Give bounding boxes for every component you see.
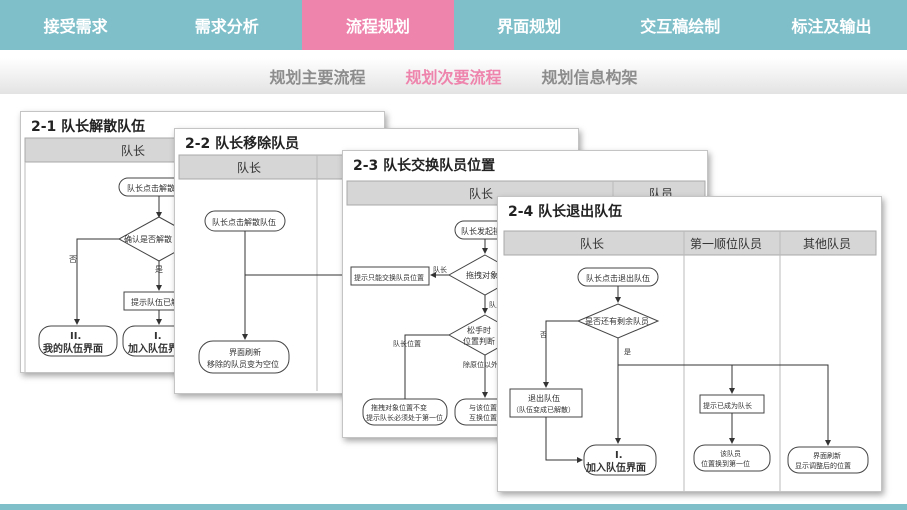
lane-label: 队长 xyxy=(580,236,604,251)
node-label: 移除的队员变为空位 xyxy=(207,359,279,369)
edge-label: 是 xyxy=(624,348,631,356)
node-label: 显示调整后的位置 xyxy=(795,461,851,470)
node-label: 队长点击退出队伍 xyxy=(586,273,650,283)
nav-tab-receive-requirements[interactable]: 接受需求 xyxy=(43,17,108,36)
lane-label: 队长 xyxy=(121,143,145,158)
node-label: 与该位置 xyxy=(469,403,497,412)
node-label: 队长点击解散 xyxy=(127,183,175,193)
subtab-secondary-flow[interactable]: 规划次要流程 xyxy=(405,68,502,87)
node-label: 松手时 xyxy=(467,325,491,335)
node-label: 加入队伍界面 xyxy=(127,342,188,355)
nav-tab-requirement-analysis[interactable]: 需求分析 xyxy=(194,17,259,36)
node-label: 提示队长必须处于第一位 xyxy=(366,413,443,422)
process-node xyxy=(350,266,430,286)
edge-label: 除原位以外 xyxy=(463,360,498,369)
nav-tab-wireframe-drawing[interactable]: 交互稿绘制 xyxy=(640,17,721,36)
edge-label: 队员 xyxy=(489,300,503,309)
end-node xyxy=(362,398,448,426)
card-title: 2-1 队长解散队伍 xyxy=(31,119,146,135)
edge-label: 否 xyxy=(69,255,77,264)
node-label: 队长点击解散队伍 xyxy=(212,217,276,227)
nav-tab-annotation-output[interactable]: 标注及输出 xyxy=(791,17,872,36)
end-node xyxy=(583,444,657,476)
node-label: 位置判断 xyxy=(463,336,495,346)
edge-label: 队长 xyxy=(433,265,447,274)
end-node xyxy=(693,444,771,472)
node-label: 拖拽对象 xyxy=(466,270,498,280)
end-node xyxy=(38,325,118,357)
top-navigation: 接受需求 需求分析 流程规划 界面规划 交互稿绘制 标注及输出 xyxy=(0,0,907,50)
node-label: 界面刷新 xyxy=(813,451,841,460)
node-label: 位置换到第一位 xyxy=(701,459,750,468)
sub-navigation: 规划主要流程 规划次要流程 规划信息构架 xyxy=(0,58,907,94)
node-label: II. xyxy=(70,331,81,342)
node-label: 确认是否解散 xyxy=(124,234,172,244)
lane-label: 第一顺位队员 xyxy=(690,236,762,251)
subtab-info-architecture[interactable]: 规划信息构架 xyxy=(541,68,638,87)
card-title: 2-2 队长移除队员 xyxy=(185,136,300,152)
flowchart-card-leader-quit: 2-4 队长退出队伍 队长 第一顺位队员 其他队员 队长点击退出队伍 是否还有剩… xyxy=(497,196,882,492)
nav-tab-interface-planning[interactable]: 界面规划 xyxy=(497,17,562,36)
node-label: I. xyxy=(615,450,623,461)
nav-tab-flow-planning[interactable]: 流程规划 xyxy=(302,0,454,50)
flowchart-leader-quit: 队长 第一顺位队员 其他队员 队长点击退出队伍 是否还有剩余队员 否 是 退出队… xyxy=(503,230,877,491)
end-node xyxy=(787,446,869,474)
node-label: 互换位置 xyxy=(469,413,497,422)
node-label: 队长发起操作 xyxy=(461,226,509,236)
edge-label: 否 xyxy=(540,331,547,339)
node-label: 我的队伍界面 xyxy=(43,342,103,355)
edge-label: 队长位置 xyxy=(393,339,421,348)
edge-label: 是 xyxy=(155,265,163,274)
node-label: 拖拽对象位置不变 xyxy=(371,403,427,412)
node-label: 退出队伍 xyxy=(528,393,560,403)
end-node xyxy=(198,340,290,374)
bottom-accent-bar xyxy=(0,504,907,510)
lane-header xyxy=(503,230,877,256)
node-label: 提示已成为队长 xyxy=(703,401,752,410)
node-label: I. xyxy=(154,331,162,342)
node-label: （队伍变成已解散） xyxy=(512,405,575,414)
process-node xyxy=(509,388,583,418)
node-label: 是否还有剩余队员 xyxy=(585,316,649,326)
node-label: 界面刷新 xyxy=(229,347,261,357)
card-title: 2-3 队长交换队员位置 xyxy=(353,158,496,174)
lane-label: 队长 xyxy=(237,160,261,175)
node-label: 加入队伍界面 xyxy=(585,461,646,474)
node-label: 提示只能交换队员位置 xyxy=(354,273,424,282)
lane-label: 队长 xyxy=(469,186,493,201)
card-title: 2-4 队长退出队伍 xyxy=(508,204,623,220)
subtab-main-flow[interactable]: 规划主要流程 xyxy=(269,68,366,87)
lane-label: 其他队员 xyxy=(803,236,851,251)
node-label: 提示队伍已解散 xyxy=(131,297,187,307)
node-label: 该队员 xyxy=(720,449,741,458)
